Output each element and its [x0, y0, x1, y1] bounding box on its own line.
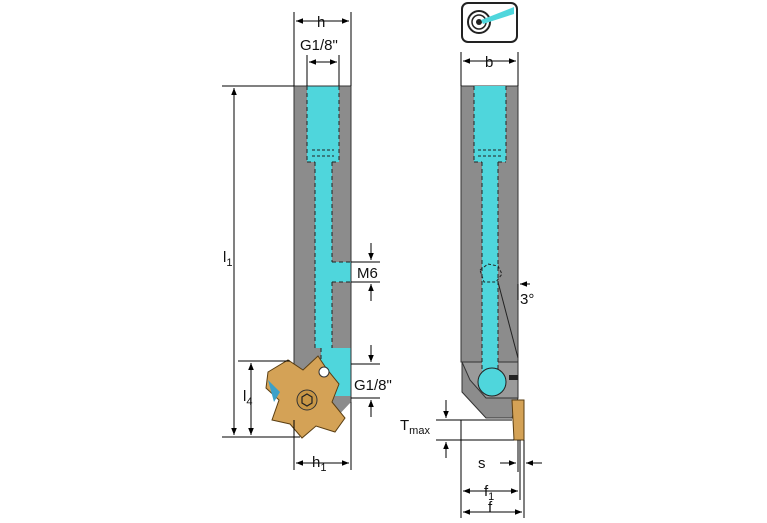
label-f1: f1: [484, 483, 494, 503]
coolant-target-icon: [461, 2, 518, 43]
side-insert: [511, 399, 525, 441]
label-g18-side: G1/8": [354, 377, 392, 394]
label-b: b: [485, 54, 493, 71]
front-clamp-pin: [318, 366, 330, 378]
side-slot: [509, 375, 518, 380]
label-l4: l4: [243, 388, 252, 408]
label-g18-top: G1/8": [300, 37, 338, 54]
label-m6: M6: [357, 265, 378, 282]
front-view: h G1/8" l1 M6 G1/8" l4 h1: [222, 12, 392, 474]
side-coolant-channel: [473, 86, 507, 397]
label-h1: h1: [312, 454, 326, 474]
label-f: f: [488, 499, 493, 516]
label-angle: 3°: [520, 291, 534, 308]
side-dimensions: [436, 52, 542, 518]
label-tmax: Tmax: [400, 417, 430, 437]
label-h: h: [317, 14, 325, 31]
side-angle-line: [497, 281, 519, 359]
front-insert: [265, 355, 346, 439]
label-l1: l1: [223, 249, 232, 269]
hex-socket-icon: [301, 393, 313, 407]
front-insert-screw: [296, 389, 318, 411]
side-view: b 3° Tmax s f1 f: [400, 52, 542, 518]
label-s: s: [478, 455, 486, 472]
front-dimensions: [222, 12, 380, 470]
